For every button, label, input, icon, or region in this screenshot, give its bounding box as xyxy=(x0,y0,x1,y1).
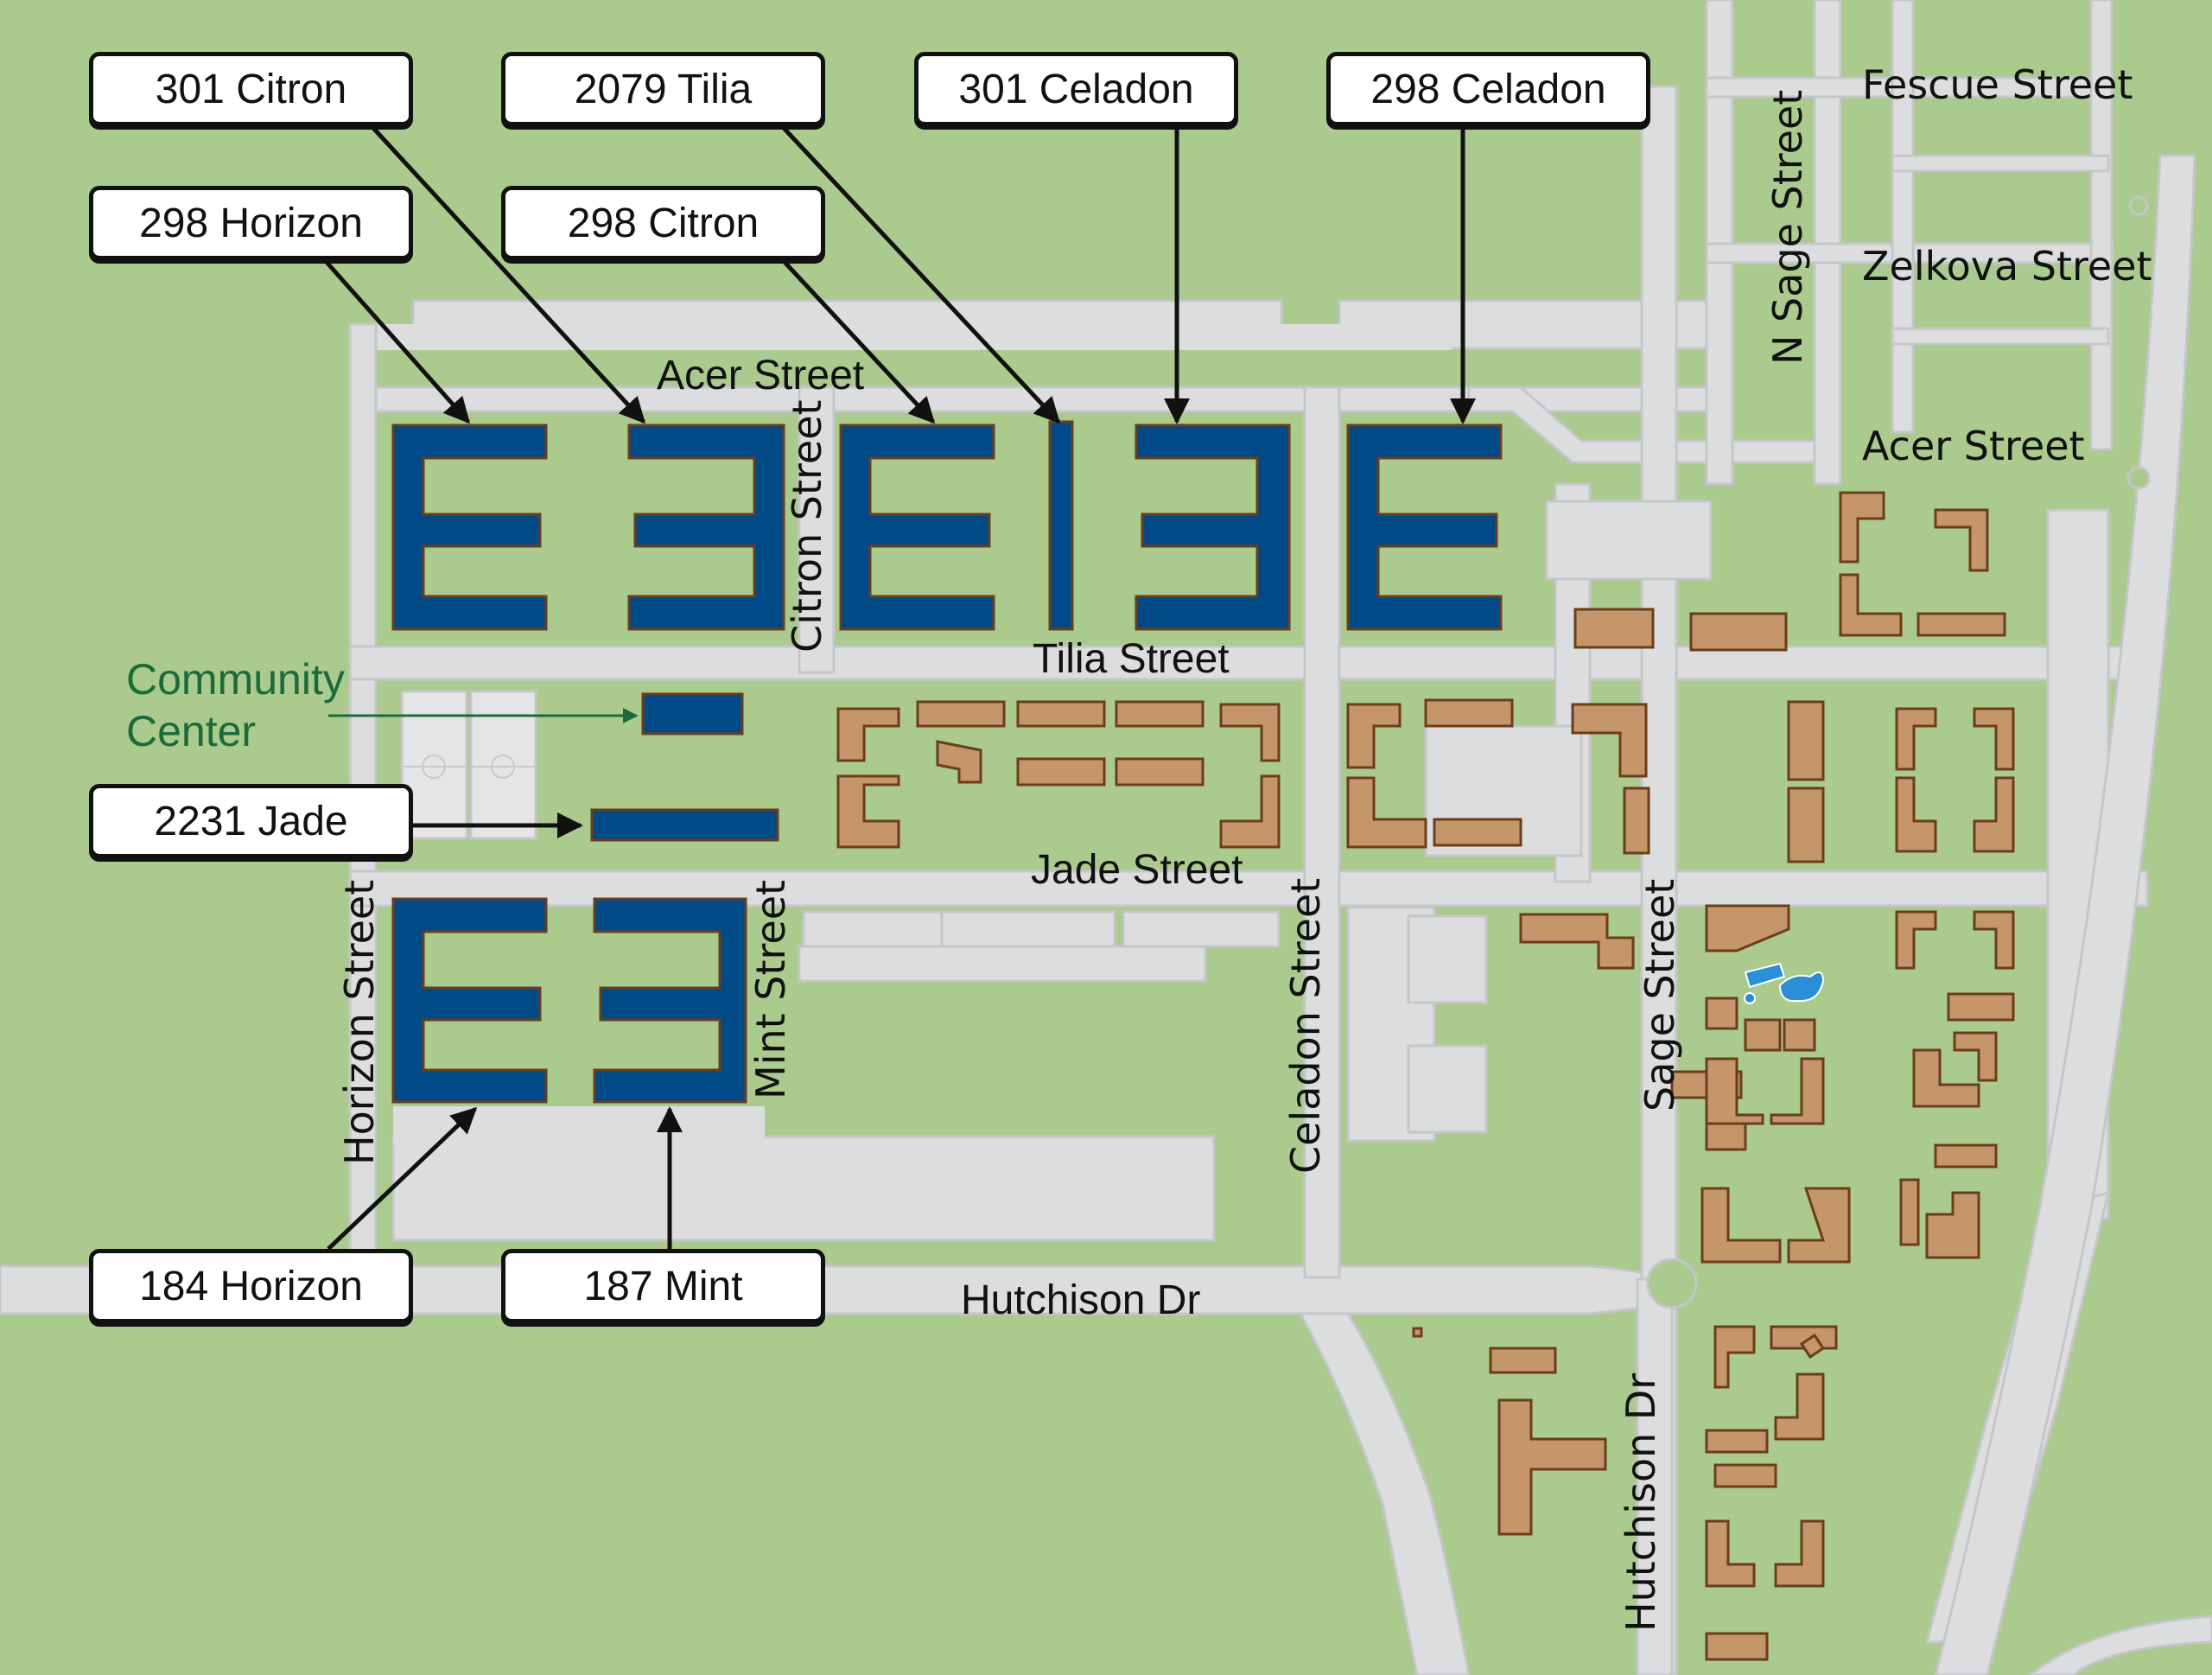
street-labels: Acer Street Tilia Street Jade Street Hut… xyxy=(336,61,2152,1632)
building-2231-jade xyxy=(590,808,779,842)
arrow-298-horizon xyxy=(322,258,470,424)
building-187-mint xyxy=(593,897,747,1104)
building-community-center xyxy=(641,692,744,736)
arrow-2079-tilia xyxy=(780,124,1061,424)
callout-298-citron[interactable]: 298 Citron xyxy=(501,186,825,260)
callout-298-celadon[interactable]: 298 Celadon xyxy=(1326,52,1650,126)
building-298-horizon xyxy=(391,424,548,631)
callout-arrows xyxy=(322,124,1476,1251)
street-label-jade: Jade Street xyxy=(1031,847,1243,893)
callout-184-horizon[interactable]: 184 Horizon xyxy=(89,1249,413,1323)
street-label-celadon: Celadon Street xyxy=(1282,878,1329,1174)
street-label-acer-east: Acer Street xyxy=(1862,423,2085,469)
street-label-hutchison-v: Hutchison Dr xyxy=(1618,1373,1664,1632)
street-label-zelkova: Zelkova Street xyxy=(1862,243,2152,290)
community-center-line1: Community xyxy=(126,655,345,704)
callout-298-horizon[interactable]: 298 Horizon xyxy=(89,186,413,260)
arrow-301-citron xyxy=(370,124,646,424)
street-label-acer-west: Acer Street xyxy=(657,353,864,398)
arrow-298-citron xyxy=(780,258,936,424)
building-301-celadon xyxy=(1135,424,1291,631)
callout-187-mint[interactable]: 187 Mint xyxy=(501,1249,825,1323)
community-center-line2: Center xyxy=(126,707,257,755)
court-markings xyxy=(402,755,536,779)
callout-2079-tilia[interactable]: 2079 Tilia xyxy=(501,52,825,126)
street-label-tilia: Tilia Street xyxy=(1033,636,1230,682)
community-center-label: Community Center xyxy=(126,653,345,757)
arrow-184-horizon xyxy=(327,1106,478,1251)
pool xyxy=(1744,962,1825,1004)
building-184-horizon xyxy=(391,897,548,1104)
callout-301-celadon[interactable]: 301 Celadon xyxy=(914,52,1238,126)
building-2079-tilia xyxy=(1048,420,1074,631)
building-298-celadon xyxy=(1346,424,1503,631)
other-buildings xyxy=(836,491,2015,1661)
street-label-sage: Sage Street xyxy=(1637,879,1683,1111)
street-label-mint: Mint Street xyxy=(747,880,794,1099)
street-label-horizon: Horizon Street xyxy=(336,880,383,1165)
street-label-n-sage: N Sage Street xyxy=(1764,90,1811,365)
building-301-citron xyxy=(627,424,785,631)
roundabouts xyxy=(1646,195,2151,1309)
street-label-hutchison-h: Hutchison Dr xyxy=(961,1277,1200,1323)
street-label-citron: Citron Street xyxy=(784,399,830,653)
callout-301-citron[interactable]: 301 Citron xyxy=(89,52,413,126)
building-298-citron xyxy=(839,424,995,631)
highlighted-buildings xyxy=(391,420,1503,1104)
callout-2231-jade[interactable]: 2231 Jade xyxy=(89,784,413,858)
street-label-fescue: Fescue Street xyxy=(1862,61,2133,108)
